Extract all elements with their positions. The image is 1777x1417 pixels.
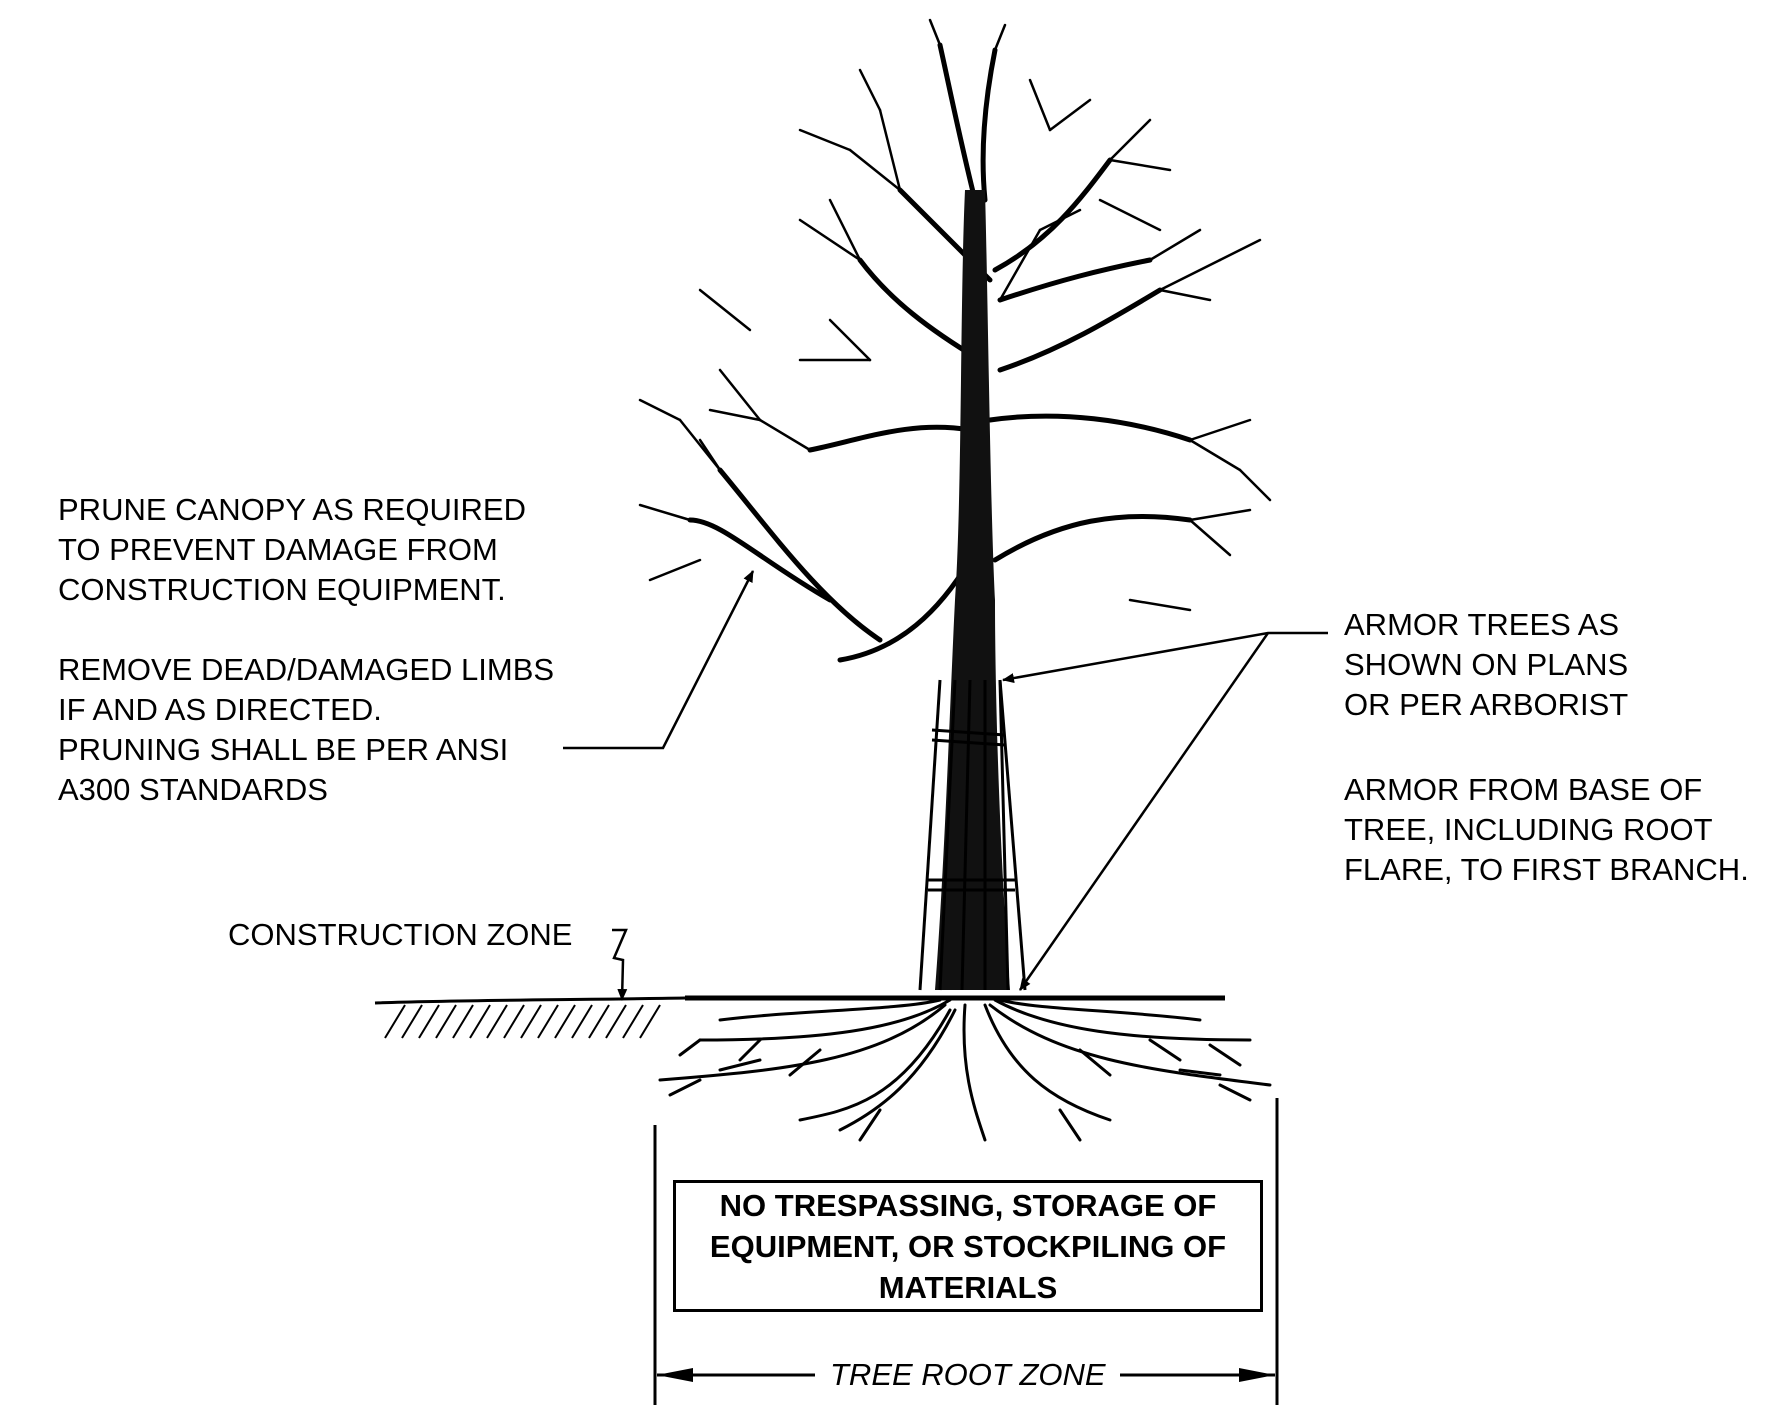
root-zone-dimension <box>653 1098 1279 1405</box>
armor-base-note: ARMOR FROM BASE OF TREE, INCLUDING ROOT … <box>1344 772 1749 887</box>
ground-line <box>374 995 1225 1005</box>
tree-roots <box>658 998 1272 1142</box>
prune-canopy-note: PRUNE CANOPY AS REQUIRED TO PREVENT DAMA… <box>58 492 526 607</box>
tree-canopy <box>638 18 1272 663</box>
armor-trees-note: ARMOR TREES AS SHOWN ON PLANS OR PER ARB… <box>1344 607 1629 722</box>
trunk-armor <box>918 679 1027 991</box>
remove-limbs-note: REMOVE DEAD/DAMAGED LIMBS IF AND AS DIRE… <box>58 652 555 807</box>
construction-zone-label: CONSTRUCTION ZONE <box>228 917 573 952</box>
leader-lines <box>563 570 1328 1001</box>
tree-root-zone-label: TREE ROOT ZONE <box>820 1355 1116 1395</box>
tree-trunk <box>935 190 1010 990</box>
ground-hatch <box>384 1004 661 1039</box>
no-trespassing-sign: NO TRESPASSING, STORAGE OF EQUIPMENT, OR… <box>673 1180 1263 1312</box>
